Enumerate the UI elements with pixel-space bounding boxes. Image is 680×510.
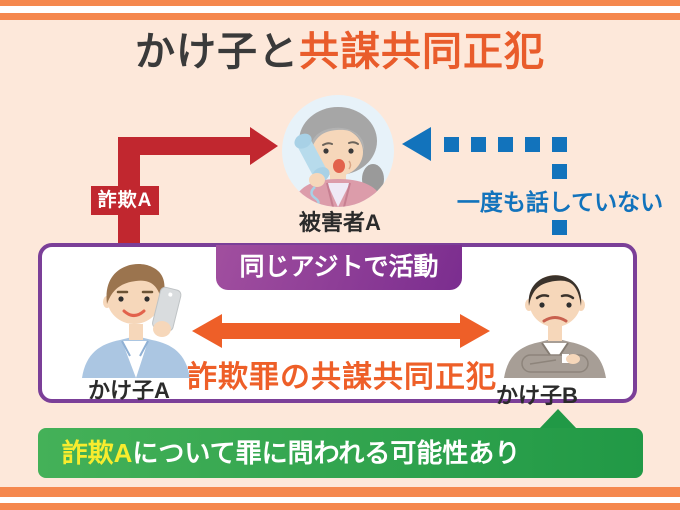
fraud-call-arrowhead-icon (250, 127, 278, 165)
top-frame-gap (0, 6, 680, 13)
dashed-line-segment (552, 164, 567, 179)
no-contact-arrowhead-icon (402, 127, 431, 161)
dashed-line-segment (552, 137, 567, 152)
man-with-smartphone-icon (82, 264, 190, 378)
fraud-a-tag: 詐欺A (91, 186, 159, 215)
dashed-line-segment (552, 220, 567, 235)
elderly-woman-phone-icon (292, 107, 385, 207)
dashed-line-segment (471, 137, 486, 152)
worried-man-arms-crossed-icon (504, 275, 606, 378)
dashed-line-segment (444, 137, 459, 152)
hideout-label: 同じアジトで活動 (216, 245, 462, 290)
liability-banner-text: 詐欺Aについて罪に問われる可能性あり (38, 428, 544, 478)
victim-avatar (282, 95, 394, 207)
caller-a-avatar (74, 252, 198, 383)
title-part-dark: かけ子と (135, 30, 299, 74)
title-part-orange: 共謀共同正犯 (299, 30, 545, 74)
conspiracy-arrow-shaft (220, 323, 462, 339)
conspiracy-arrowhead-left-icon (192, 314, 222, 348)
page-title: かけ子と共謀共同正犯 (0, 29, 680, 75)
banner-rest: について罪に問われる可能性あり (132, 438, 521, 468)
conspiracy-arrowhead-right-icon (460, 314, 490, 348)
dashed-line-segment (525, 137, 540, 152)
victim-name-label: 被害者A (299, 210, 381, 235)
banner-highlight: 詐欺A (61, 438, 133, 468)
dashed-line-segment (498, 137, 513, 152)
top-frame-bar-inner (0, 13, 680, 20)
fraud-call-arrow-horizontal (129, 137, 251, 155)
no-contact-note: 一度も話していない (456, 189, 664, 215)
caller-b-name-label: かけ子B (496, 383, 578, 408)
liability-banner (38, 428, 643, 478)
banner-callout-triangle-icon (539, 409, 577, 429)
bottom-frame-gap (0, 497, 680, 503)
top-frame-bar-outer (0, 0, 680, 6)
conspiracy-label: 詐欺罪の共謀共同正犯 (187, 361, 497, 394)
bottom-frame-bar-outer (0, 503, 680, 510)
caller-a-name-label: かけ子A (88, 378, 170, 403)
caller-b-avatar (500, 256, 610, 383)
bottom-frame-bar-inner (0, 487, 680, 497)
